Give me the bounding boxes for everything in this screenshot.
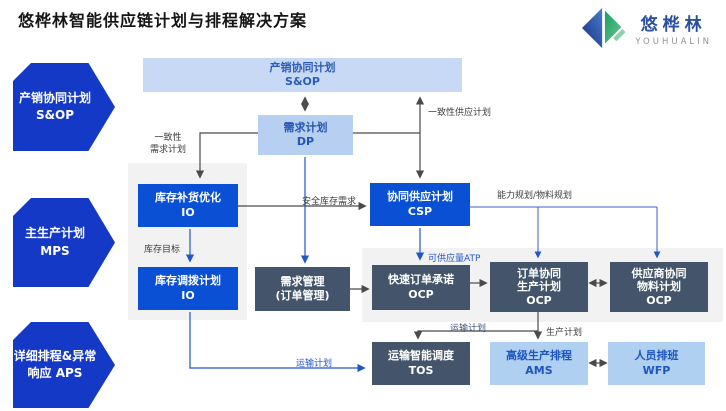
edge-label-transport-plan-mid: 运输计划	[450, 324, 487, 334]
node-order-promise: 快速订单承诺 OCP	[372, 265, 470, 310]
chevron-mps: 主生产计划 MPS	[13, 198, 115, 287]
page-title: 悠桦林智能供应链计划与排程解决方案	[18, 11, 308, 30]
edge-label-safety-stock: 安全库存需求	[302, 197, 357, 207]
logo: 悠桦林 YOUHUALIN	[581, 6, 712, 50]
node-ams: 高级生产排程 AMS	[490, 342, 588, 385]
node-tos: 运输智能调度 TOS	[372, 342, 470, 385]
logo-name-en: YOUHUALIN	[635, 36, 712, 47]
node-wfp: 人员排班 WFP	[608, 342, 705, 385]
edge-label-consistent-demand: 一致性 需求计划	[149, 133, 186, 155]
node-order-production: 订单协同 生产计划 OCP	[490, 262, 588, 312]
node-demand-management: 需求管理 (订单管理)	[255, 267, 350, 311]
edge-label-transport-plan-left: 运输计划	[296, 359, 333, 369]
node-sop: 产销协同计划 S&OP	[143, 58, 462, 92]
node-inventory-transfer: 库存调拨计划 IO	[138, 267, 238, 310]
edge-label-inventory-target: 库存目标	[144, 245, 181, 255]
node-csp: 协同供应计划 CSP	[370, 183, 470, 226]
node-supplier-material: 供应商协同 物料计划 OCP	[610, 262, 708, 312]
node-dp: 需求计划 DP	[258, 115, 353, 155]
chevron-aps: 详细排程&异常 响应 APS	[13, 322, 115, 408]
logo-name-cn: 悠桦林	[640, 14, 707, 35]
edge-label-production-plan: 生产计划	[546, 328, 583, 338]
edge-label-consistent-supply: 一致性供应计划	[428, 108, 492, 118]
edge-label-capacity-material: 能力规划/物料规划	[497, 191, 573, 201]
edge-label-atp: 可供应量ATP	[428, 254, 481, 264]
node-inventory-replenishment: 库存补货优化 IO	[138, 184, 238, 227]
logo-diamond-icon	[582, 7, 626, 49]
chevron-sop: 产销协同计划 S&OP	[13, 63, 115, 151]
